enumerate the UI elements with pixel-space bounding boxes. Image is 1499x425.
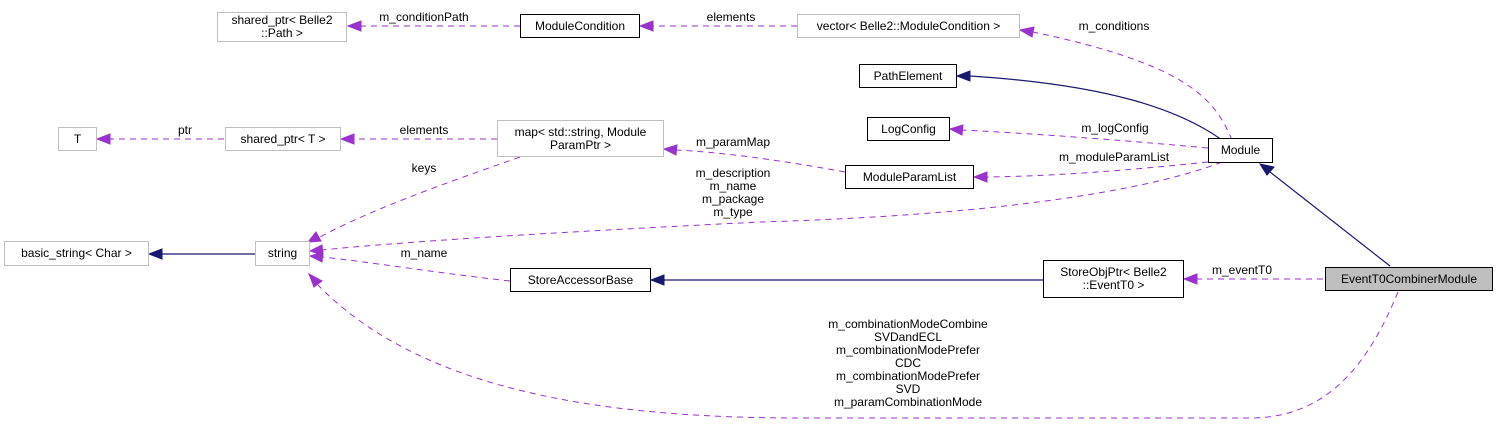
node-shared-ptr-path[interactable]: shared_ptr< Belle2 ::Path > xyxy=(217,12,347,42)
label-keys: keys xyxy=(411,161,437,175)
arrowhead-m-conditions xyxy=(1018,26,1035,38)
edge-m-conditions xyxy=(1032,31,1233,141)
node-T[interactable]: T xyxy=(58,127,97,151)
arrowhead-inherit-pathelement xyxy=(955,70,971,82)
node-log-config[interactable]: LogConfig xyxy=(867,117,950,141)
node-map-param[interactable]: map< std::string, Module ParamPtr > xyxy=(497,120,664,157)
arrowhead-inherit-basic-string xyxy=(147,248,163,260)
arrowhead-m-eventT0 xyxy=(1182,273,1198,285)
label-combination-modes: m_combinationModeCombine SVDandECL m_com… xyxy=(828,317,988,409)
arrowhead-m-conditionPath xyxy=(346,20,362,32)
label-m-conditions: m_conditions xyxy=(1078,19,1150,33)
node-module-condition[interactable]: ModuleCondition xyxy=(520,14,640,38)
arrowhead-keys xyxy=(306,231,322,243)
label-m-paramMap: m_paramMap xyxy=(695,135,771,149)
arrowhead-inherit-storeaccessorbase xyxy=(649,274,665,286)
edge-m-name xyxy=(321,256,511,282)
node-string[interactable]: string xyxy=(255,241,310,266)
node-store-obj-ptr[interactable]: StoreObjPtr< Belle2 ::EventT0 > xyxy=(1043,260,1184,298)
arrowhead-inherit-module xyxy=(1258,163,1275,176)
arrowhead-elements-vector xyxy=(638,20,654,32)
edge-module-strings xyxy=(321,161,1223,251)
edge-combination-modes xyxy=(317,284,1399,419)
arrowhead-m-name xyxy=(308,251,324,263)
node-vector-module-condition[interactable]: vector< Belle2::ModuleCondition > xyxy=(797,14,1020,38)
edge-m-moduleParamList xyxy=(985,161,1209,178)
node-shared-ptr-T[interactable]: shared_ptr< T > xyxy=(225,127,341,151)
label-module-strings: m_description m_name m_package m_type xyxy=(695,166,771,219)
node-path-element[interactable]: PathElement xyxy=(859,64,957,88)
label-ptr: ptr xyxy=(177,123,193,137)
label-m-name: m_name xyxy=(400,246,448,260)
label-elements-map: elements xyxy=(399,123,449,137)
node-basic-string[interactable]: basic_string< Char > xyxy=(4,241,149,266)
label-m-logConfig: m_logConfig xyxy=(1081,121,1149,135)
node-module-param-list[interactable]: ModuleParamList xyxy=(845,165,974,189)
arrowhead-m-paramMap xyxy=(662,144,678,156)
arrowhead-m-moduleParamList xyxy=(972,171,988,183)
node-event-t0-combiner-module[interactable]: EventT0CombinerModule xyxy=(1325,267,1493,291)
label-m-moduleParamList: m_moduleParamList xyxy=(1058,150,1170,164)
arrowhead-combination-modes xyxy=(308,272,323,288)
label-m-conditionPath: m_conditionPath xyxy=(379,10,469,24)
edge-inherit-pathelement xyxy=(969,75,1223,141)
arrowhead-ptr xyxy=(95,133,111,145)
arrowhead-m-logConfig xyxy=(948,124,964,136)
label-elements-vector: elements xyxy=(706,10,756,24)
edge-inherit-module xyxy=(1269,171,1391,267)
node-store-accessor-base[interactable]: StoreAccessorBase xyxy=(510,268,651,292)
edge-m-paramMap xyxy=(675,149,846,173)
arrowhead-elements-map xyxy=(339,133,355,145)
label-m-eventT0: m_eventT0 xyxy=(1211,263,1273,277)
node-module[interactable]: Module xyxy=(1208,138,1273,163)
